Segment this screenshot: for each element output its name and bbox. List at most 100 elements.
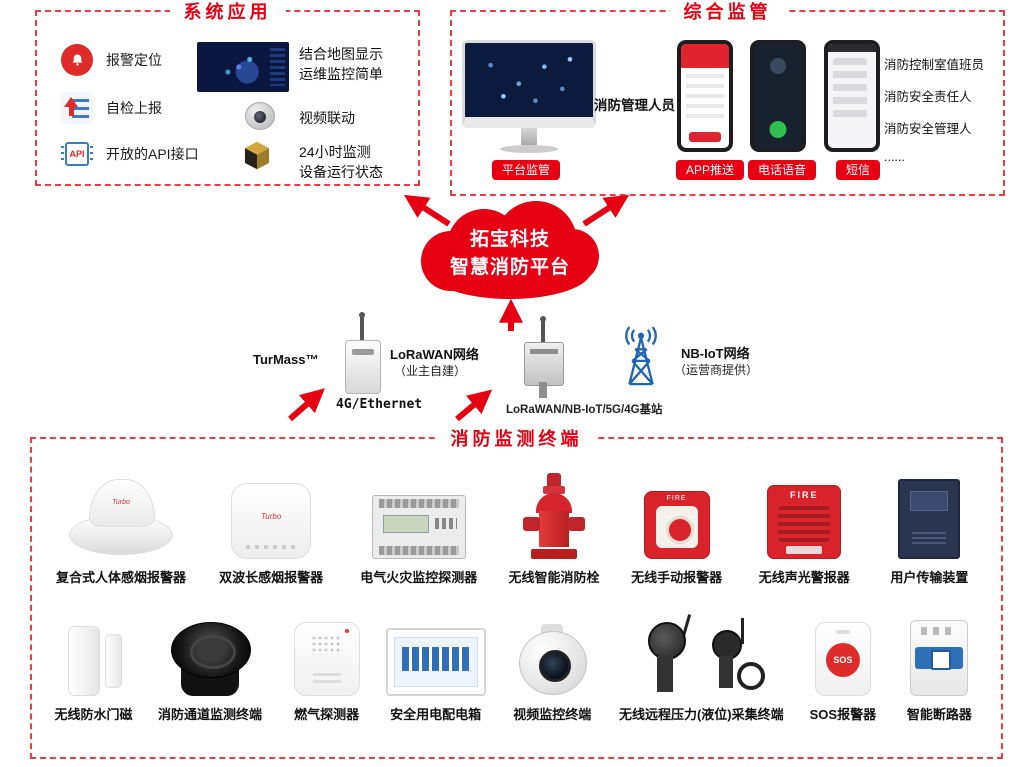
platform-cloud: 拓宝科技 智慧消防平台 <box>421 201 599 303</box>
terminal-item: 用户传输装置 <box>872 469 987 586</box>
sound-light-alarm-image: FIRE <box>767 469 842 559</box>
terminal-item: 安全用电配电箱 <box>376 606 496 723</box>
terminal-label: 无线防水门磁 <box>54 707 133 722</box>
monitor-screen <box>462 40 596 128</box>
platform-supervision-badge: 平台监管 <box>492 160 561 180</box>
dual-wave-smoke-detector-image: Turbo <box>231 469 312 559</box>
terminal-label: 无线远程压力(液位)采集终端 <box>618 707 784 722</box>
user-transmission-device-image <box>898 469 961 559</box>
terminal-label: 双波长感烟报警器 <box>219 570 324 585</box>
nbiot-network-sub: （运营商提供） <box>674 363 759 377</box>
feature-label: 开放的API接口 <box>106 146 199 162</box>
cube-glyph <box>244 141 270 170</box>
terminal-label: 复合式人体感烟报警器 <box>55 570 186 585</box>
basestation-image <box>512 316 574 398</box>
system-applications-panel: 系统应用 报警定位 自检上报 API 开放的API接口 结合地图显示 运维监控简… <box>35 0 420 186</box>
app-screen <box>681 44 729 148</box>
monitoring-caption-line2: 设备运行状态 <box>299 164 383 180</box>
terminal-label: 视频监控终端 <box>513 707 592 722</box>
cloud-title-line1: 拓宝科技 <box>469 228 550 250</box>
feature-alarm-location: 报警定位 <box>61 44 162 76</box>
terminal-item: Turbo 双波长感烟报警器 <box>204 469 339 586</box>
fire-channel-monitor-image <box>171 606 252 696</box>
monitoring-caption: 24小时监测 设备运行状态 <box>299 142 383 182</box>
terminal-label: 用户传输装置 <box>890 570 969 585</box>
pressure-collector-image <box>640 606 766 696</box>
call-screen <box>754 44 802 148</box>
smart-breaker-image <box>910 606 969 696</box>
terminals-title: 消防监测终端 <box>436 425 597 451</box>
role-item: ...... <box>884 150 905 164</box>
phone-app-image <box>677 40 733 152</box>
self-check-upload-icon <box>61 92 93 124</box>
map-caption-line1: 结合地图显示 <box>299 46 383 62</box>
sos-alarm-image: SOS <box>814 606 871 696</box>
arrow-terminals-to-gateway <box>288 388 325 422</box>
fire-text: FIRE <box>790 490 819 500</box>
video-terminal-image <box>517 606 588 696</box>
ethernet-label: 4G/Ethernet <box>336 397 423 412</box>
terminal-item: SOS SOS报警器 <box>795 606 890 723</box>
supervision-title: 综合监管 <box>669 0 786 24</box>
terminal-item: 无线防水门磁 <box>46 606 141 723</box>
fire-text: FIRE <box>666 495 687 502</box>
antenna <box>540 316 546 346</box>
map-dashboard-thumbnail <box>197 42 289 92</box>
terminal-item: Turbo 复合式人体感烟报警器 <box>46 469 196 586</box>
terminal-label: 智能断路器 <box>906 707 972 722</box>
monitoring-cube-icon <box>243 140 273 174</box>
sms-badge: 短信 <box>836 160 881 180</box>
terminal-item: 智能断路器 <box>892 606 987 723</box>
feature-label: 自检上报 <box>106 100 162 116</box>
terminal-row-2: 无线防水门磁 消防通道监测终端 燃气探测器 安全用电配电箱 视频监控终端 <box>32 606 1001 723</box>
manual-alarm-image: FIRE <box>643 469 710 559</box>
antenna <box>359 312 365 342</box>
terminal-item: 无线远程压力(液位)采集终端 <box>609 606 794 723</box>
monitor-base <box>500 145 558 153</box>
turmass-label: TurMass™ <box>253 352 319 367</box>
role-item: 消防安全责任人 <box>884 90 972 104</box>
terminal-item: 消防通道监测终端 <box>143 606 278 723</box>
fire-terminals-panel: 消防监测终端 Turbo 复合式人体感烟报警器 Turbo 双波长感烟报警器 电… <box>30 425 1003 759</box>
brand-text: Turbo <box>112 499 130 506</box>
lorawan-gateway-image <box>337 312 387 396</box>
phone-call-image <box>750 40 806 152</box>
terminal-label: 无线智能消防栓 <box>508 570 600 585</box>
terminal-item: FIRE 无线手动报警器 <box>617 469 737 586</box>
cloud-title-line2: 智慧消防平台 <box>449 257 570 278</box>
app-push-badge: APP推送 <box>676 160 745 180</box>
composite-smoke-detector-image: Turbo <box>69 469 173 559</box>
terminal-item: 电气火灾监控探测器 <box>346 469 491 586</box>
role-item: 消防控制室值班员 <box>884 58 985 72</box>
electrical-fire-monitor-image <box>371 469 466 559</box>
monitoring-caption-line1: 24小时监测 <box>299 144 371 160</box>
terminal-label: 安全用电配电箱 <box>390 707 482 722</box>
terminal-item: 视频监控终端 <box>497 606 607 723</box>
terminal-row-1: Turbo 复合式人体感烟报警器 Turbo 双波长感烟报警器 电气火灾监控探测… <box>32 469 1001 586</box>
terminal-item: 无线智能消防栓 <box>499 469 609 586</box>
video-linkage-label: 视频联动 <box>299 110 355 126</box>
fire-manager-label: 消防管理人员 <box>594 98 675 113</box>
system-applications-title: 系统应用 <box>169 0 286 24</box>
sms-screen <box>828 44 876 148</box>
lorawan-network-sub: （业主自建） <box>394 364 467 378</box>
phone-sms-image <box>824 40 880 152</box>
terminal-item: 燃气探测器 <box>279 606 374 723</box>
api-chip-text: API <box>65 142 89 166</box>
terminal-label: 无线手动报警器 <box>631 570 723 585</box>
map-caption: 结合地图显示 运维监控简单 <box>299 44 383 84</box>
feature-label: 报警定位 <box>106 52 162 68</box>
monitor-stand <box>521 128 537 145</box>
terminal-item: FIRE 无线声光警报器 <box>744 469 864 586</box>
smart-hydrant-image <box>519 469 589 559</box>
nbiot-tower-icon <box>625 326 657 386</box>
feature-open-api: API 开放的API接口 <box>61 138 199 170</box>
terminal-label: 电气火灾监控探测器 <box>360 570 478 585</box>
terminal-label: 无线声光警报器 <box>758 570 850 585</box>
sos-text: SOS <box>833 655 853 665</box>
arrow-terminals-to-basestation <box>455 389 493 422</box>
role-item: 消防安全管理人 <box>884 122 972 136</box>
feature-self-check: 自检上报 <box>61 92 162 124</box>
map-caption-line2: 运维监控简单 <box>299 66 383 82</box>
